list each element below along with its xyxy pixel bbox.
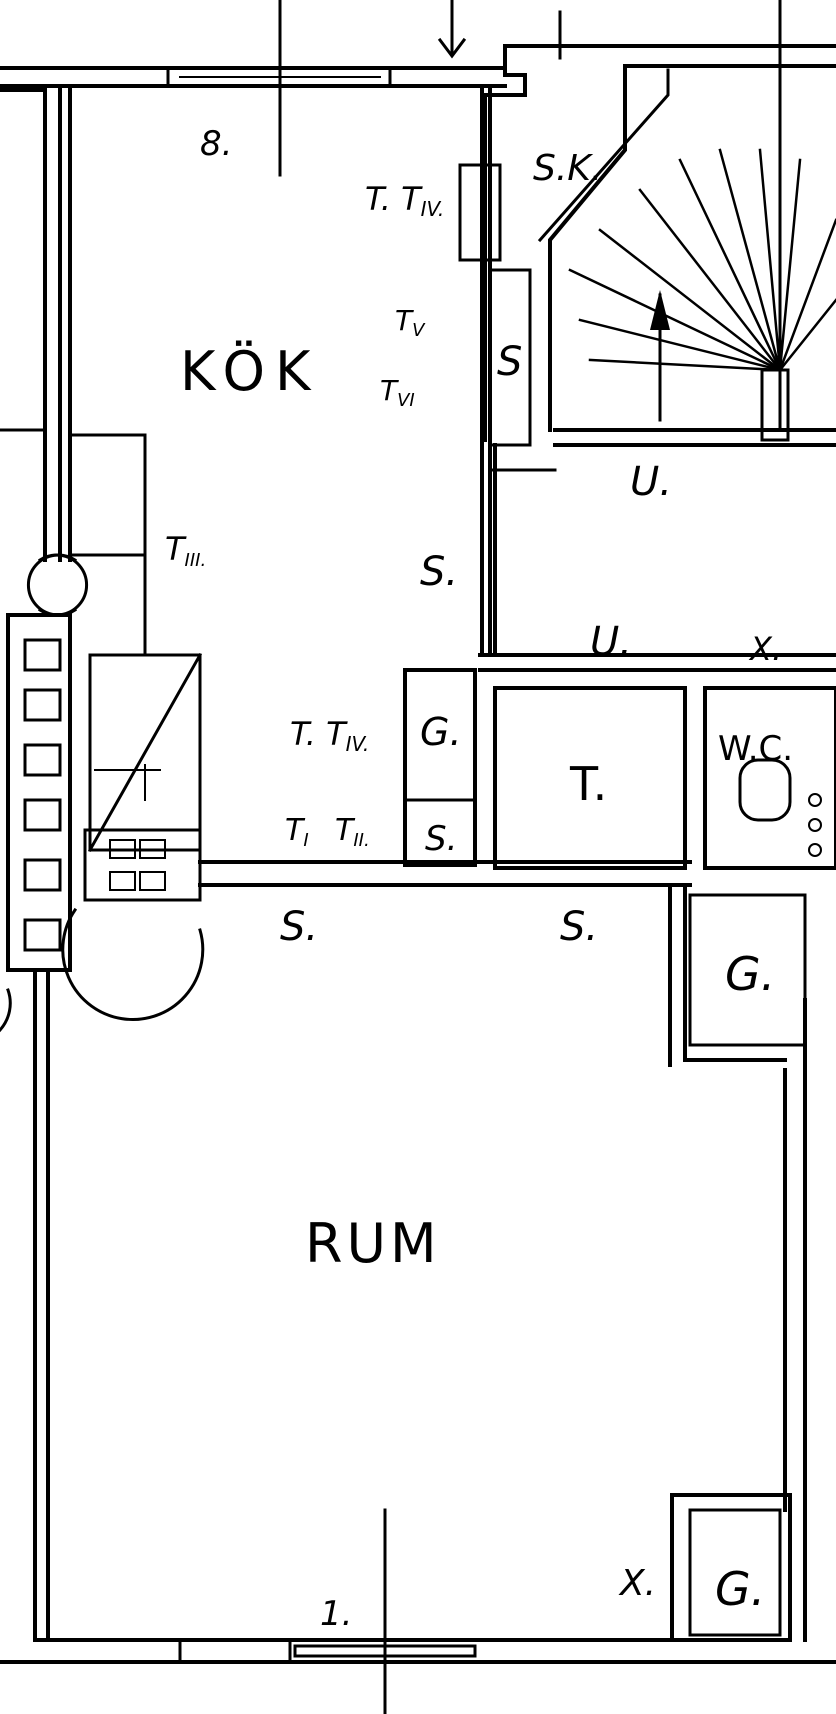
g-label-1: G. — [420, 710, 462, 754]
s-low-label-1: S. — [280, 904, 318, 950]
wc-label: W.C. — [718, 729, 793, 769]
u-label-1: U. — [630, 459, 672, 505]
section-mark-a: 1. — [320, 1594, 352, 1634]
section-mark-b: 8. — [200, 124, 232, 164]
toilet-room-label: T. — [569, 757, 607, 811]
kitchen-label: KÖK — [180, 340, 320, 403]
g-label-2: G. — [725, 947, 775, 1001]
t-iii-label: TIII. — [165, 530, 206, 571]
t-i-label: TI — [285, 813, 309, 851]
t-v-label: TV — [395, 304, 426, 341]
t-ii-label: TII. — [335, 813, 370, 851]
living-room-label: RUM — [305, 1212, 441, 1275]
s-small-label: S. — [425, 819, 457, 859]
labels: KÖK RUM W.C. T. 8. 1. S.K. S U. U. X. X.… — [165, 124, 793, 1634]
s-low-label-2: S. — [560, 904, 598, 950]
tt-iv-mid-label: T. TIV. — [290, 715, 369, 756]
s-cabinet-label: S — [497, 339, 522, 385]
tt-iv-top-label: T. TIV. — [365, 180, 444, 221]
t-vi-label: TVI — [380, 374, 415, 411]
xv-label: X. — [748, 630, 782, 668]
u-label-2: U. — [590, 619, 632, 665]
x-low-label: X. — [618, 1563, 656, 1604]
sk-label: S.K. — [533, 148, 602, 189]
g-label-3: G. — [715, 1562, 765, 1616]
s-wall-label: S. — [420, 549, 458, 595]
